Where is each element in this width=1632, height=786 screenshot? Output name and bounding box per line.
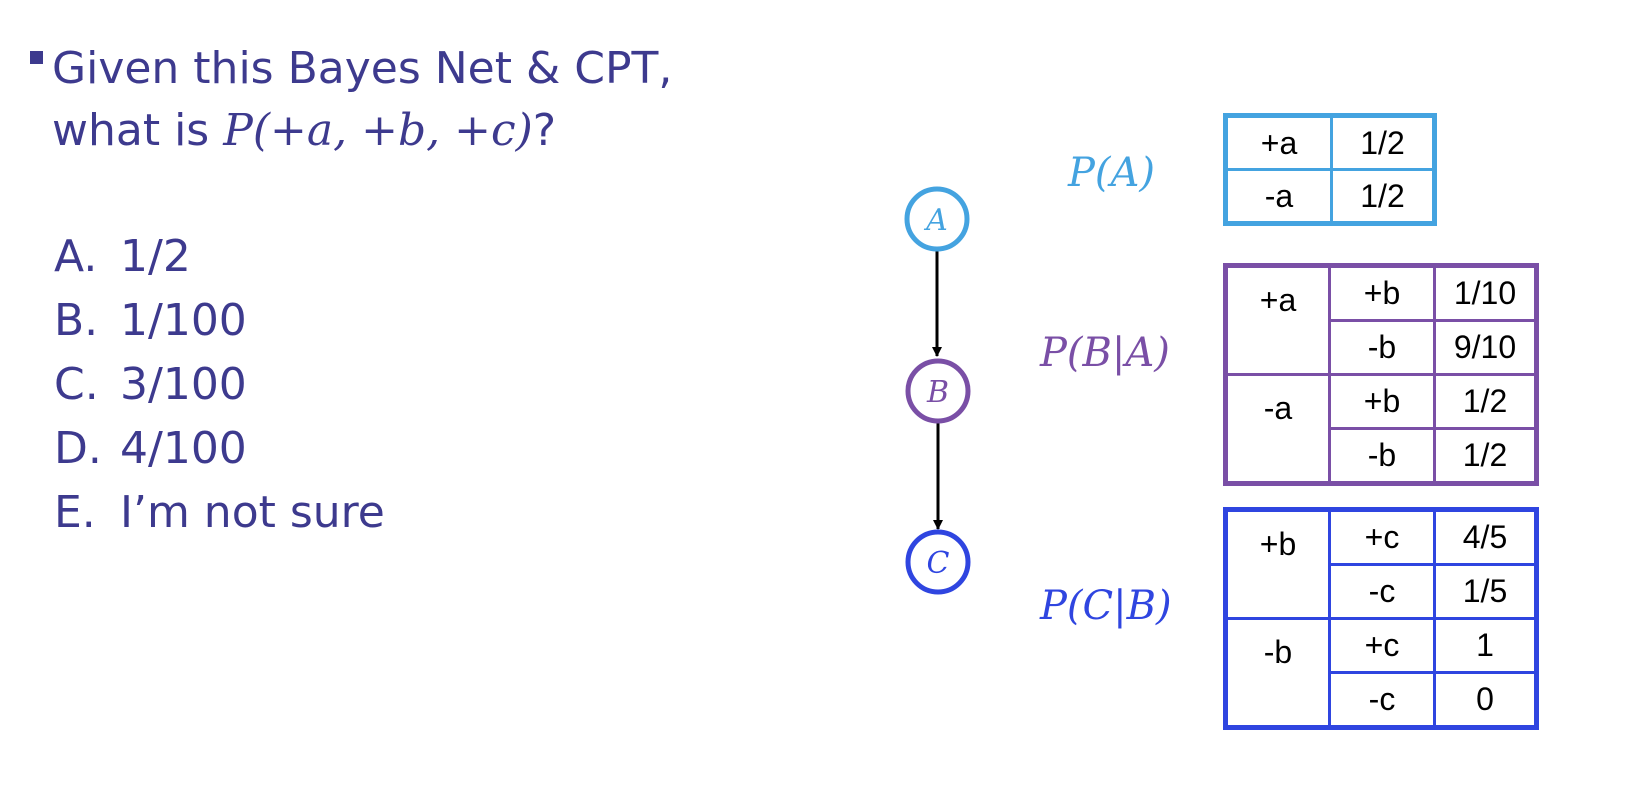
node-a-label: A [923, 203, 948, 238]
cpt-c-prob: 0 [1433, 671, 1538, 729]
cpt-b-label: P(B|A) [1040, 330, 1170, 376]
cpt-b-prob: 1/10 [1433, 264, 1538, 322]
table-row: +a +b 1/10 [1224, 264, 1538, 376]
question-text: Given this Bayes Net & CPT, what is P(+a… [30, 38, 672, 162]
table-row: -a +b 1/2 [1224, 373, 1538, 485]
option-text: 3/100 [120, 359, 247, 410]
cpt-c-prob: 4/5 [1433, 508, 1538, 566]
node-c[interactable]: C [905, 529, 971, 595]
cpt-b-value: -b [1328, 319, 1436, 376]
cpt-a-table: +a 1/2 -a 1/2 [1223, 113, 1437, 226]
table-row: -c 0 [1226, 671, 1538, 729]
question-math: P(+a, +b, +c) [223, 105, 533, 156]
option-d[interactable]: D. 4/100 [54, 417, 385, 481]
option-a[interactable]: A. 1/2 [54, 225, 385, 289]
cpt-b-prob: 9/10 [1433, 319, 1538, 376]
option-text: 4/100 [120, 423, 247, 474]
cpt-c-table: +b +c 4/5 -c 1/5 -b +c 1 -c 0 [1223, 507, 1539, 730]
option-e[interactable]: E. I’m not sure [54, 481, 385, 545]
cpt-b-value: -b [1328, 427, 1436, 485]
bullet-icon [30, 51, 43, 64]
cpt-b-parent: +a [1224, 264, 1331, 376]
cpt-c-value: -c [1328, 671, 1436, 729]
option-text: 1/2 [120, 231, 191, 282]
option-c[interactable]: C. 3/100 [54, 353, 385, 417]
cpt-a-value: -a [1224, 168, 1333, 225]
table-row: -c 1/5 [1226, 563, 1538, 620]
cpt-b-value: +b [1328, 373, 1436, 430]
option-letter: C. [54, 359, 99, 410]
table-row: +a 1/2 [1224, 114, 1436, 171]
cpt-b-parent: -a [1224, 373, 1331, 485]
option-letter: E. [54, 487, 96, 538]
cpt-a-value: +a [1224, 114, 1333, 171]
cpt-b-value: +b [1328, 264, 1436, 322]
cpt-c-value: +c [1328, 508, 1436, 566]
option-text: 1/100 [120, 295, 247, 346]
cpt-c-prob: 1/5 [1433, 563, 1538, 620]
table-row: -b +c 1 [1224, 617, 1538, 729]
cpt-a-prob: 1/2 [1330, 168, 1436, 225]
cpt-c-value: -c [1328, 563, 1436, 620]
node-b-label: B [926, 375, 949, 410]
option-b[interactable]: B. 1/100 [54, 289, 385, 353]
cpt-a-prob: 1/2 [1330, 114, 1436, 171]
option-text: I’m not sure [120, 487, 385, 538]
question-suffix: ? [532, 105, 557, 156]
cpt-c-label: P(C|B) [1040, 583, 1172, 629]
table-row: -b 1/2 [1226, 427, 1538, 485]
cpt-b-table: +a +b 1/10 -b 9/10 -a +b 1/2 -b 1/2 [1223, 263, 1539, 486]
table-row: -b 9/10 [1226, 319, 1538, 376]
cpt-b-prob: 1/2 [1433, 427, 1538, 485]
node-a[interactable]: A [904, 186, 970, 252]
cpt-b-prob: 1/2 [1433, 373, 1538, 430]
node-b[interactable]: B [905, 358, 971, 424]
cpt-c-value: +c [1328, 617, 1436, 674]
cpt-a-label: P(A) [1068, 150, 1156, 196]
table-row: +b +c 4/5 [1224, 508, 1538, 620]
question-line-1-text: Given this Bayes Net & CPT, [52, 43, 673, 94]
answer-options: A. 1/2 B. 1/100 C. 3/100 D. 4/100 E. I’m… [54, 225, 385, 545]
question-line-1: Given this Bayes Net & CPT, [30, 38, 672, 100]
option-letter: B. [54, 295, 99, 346]
cpt-c-prob: 1 [1433, 617, 1538, 674]
question-prefix: what is [52, 105, 210, 156]
node-c-label: C [927, 546, 950, 581]
cpt-c-parent: +b [1224, 508, 1331, 620]
cpt-c-parent: -b [1224, 617, 1331, 729]
table-row: -a 1/2 [1224, 168, 1436, 225]
question-line-2: what is P(+a, +b, +c) ? [30, 100, 672, 162]
option-letter: A. [54, 231, 98, 282]
option-letter: D. [54, 423, 102, 474]
